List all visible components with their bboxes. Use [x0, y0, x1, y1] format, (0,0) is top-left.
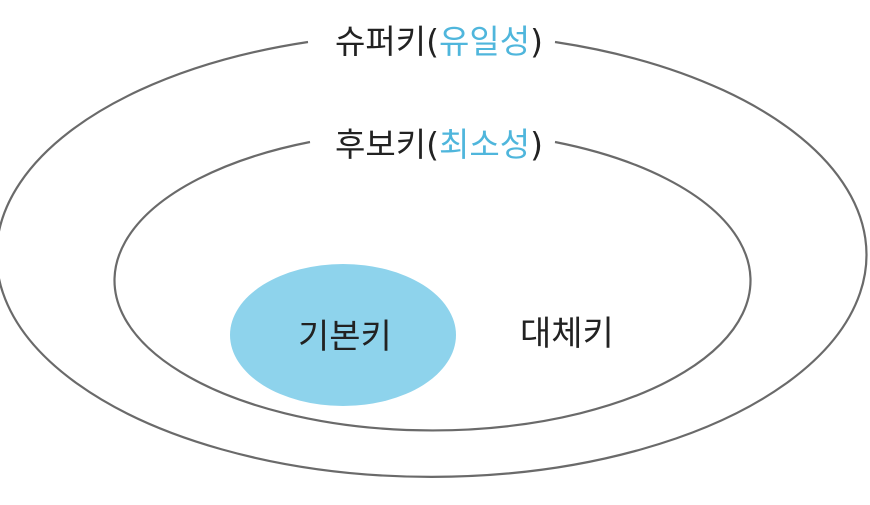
super-key-close-paren: ): [530, 22, 543, 61]
primary-key-label: 기본키: [298, 317, 392, 357]
super-key-open-paren: (: [426, 22, 439, 61]
candidate-key-ellipse: [113, 140, 752, 432]
candidate-key-close-paren: ): [530, 125, 543, 164]
primary-key-ellipse: [230, 264, 456, 406]
super-key-property: 유일성: [438, 22, 531, 61]
candidate-key-label: 후보키(최소성): [335, 125, 543, 165]
candidate-key-property: 최소성: [438, 125, 531, 164]
candidate-key-name: 후보키: [335, 125, 427, 164]
alternate-key-label: 대체키: [520, 314, 614, 354]
super-key-name: 슈퍼키: [335, 22, 427, 61]
candidate-key-open-paren: (: [426, 125, 439, 164]
super-key-ellipse: [0, 40, 868, 478]
super-key-label: 슈퍼키(유일성): [335, 22, 543, 62]
